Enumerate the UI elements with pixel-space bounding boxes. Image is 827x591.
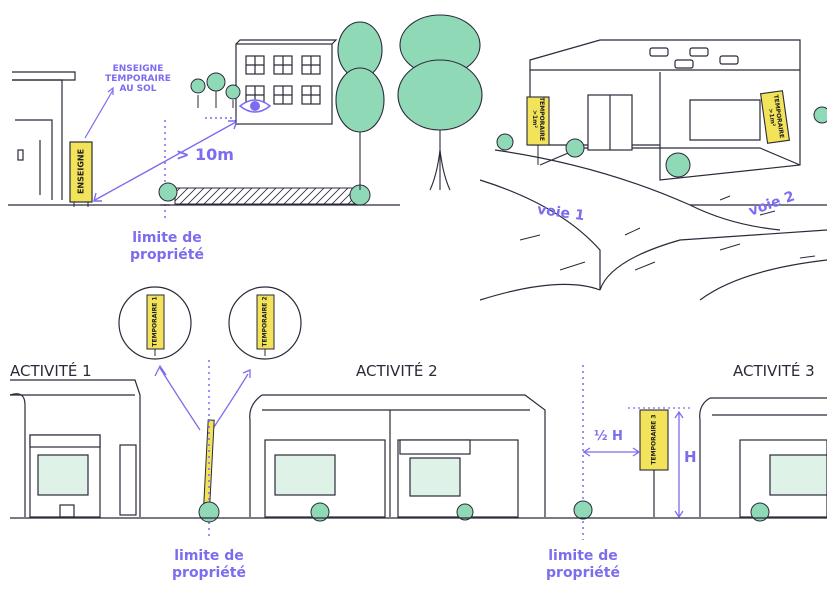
ground-sign — [69, 141, 93, 207]
center-shrubs — [310, 502, 474, 522]
corner-sign-left-label: TEMPORAIRE >1m² — [531, 97, 545, 141]
callout-arrow — [84, 86, 114, 139]
distance-label: > 10m — [176, 145, 234, 164]
activity-1-label: ACTIVITÉ 1 — [10, 362, 92, 380]
property-limit-label-bottom-right: limite de propriété — [537, 548, 629, 582]
property-limit-label-bottom-left-text: limite de propriété — [172, 548, 246, 581]
height-sign — [639, 409, 669, 517]
ground-sign-label: ENSEIGNE — [76, 148, 86, 195]
eye-icon — [238, 99, 272, 113]
temp-2-label: TEMPORAIRE 2 — [261, 296, 269, 347]
property-limit-label-bottom-left: limite de propriété — [163, 548, 255, 582]
property-limit-label-top: limite de propriété — [122, 230, 212, 264]
corner-signs — [526, 90, 790, 165]
road-dashes — [519, 195, 816, 271]
dimension-lines — [582, 407, 690, 519]
view-line — [205, 117, 237, 124]
hedge-fence — [158, 182, 400, 206]
large-trees — [335, 14, 483, 191]
right-shrub — [750, 502, 770, 522]
storefront-right — [699, 397, 827, 518]
storefront-center — [249, 394, 546, 518]
temp-3-label: TEMPORAIRE 3 — [650, 414, 658, 465]
h-label: H — [684, 448, 697, 466]
bubble-1 — [118, 286, 192, 360]
property-limit-label-bottom-right-text: limite de propriété — [546, 548, 620, 581]
boundary-shrub-left — [198, 501, 220, 523]
ground-sign-callout-text: ENSEIGNE TEMPORAIRE AU SOL — [105, 64, 171, 94]
ground-sign-callout: ENSEIGNE TEMPORAIRE AU SOL — [96, 64, 180, 94]
bubble-2 — [228, 286, 302, 360]
activity-3-label: ACTIVITÉ 3 — [733, 362, 815, 380]
storefront-left — [9, 379, 141, 518]
bubble-arrows — [154, 364, 251, 431]
corner-shrubs — [496, 106, 827, 178]
left-building — [8, 71, 170, 206]
corner-scene — [479, 39, 827, 301]
small-trees — [190, 72, 241, 108]
boundary-shrub-right — [573, 500, 593, 520]
half-h-label: ½ H — [594, 429, 623, 444]
property-limit-label-top-text: limite de propriété — [130, 230, 204, 263]
temp-1-label: TEMPORAIRE 1 — [151, 296, 159, 347]
activity-2-label: ACTIVITÉ 2 — [356, 362, 438, 380]
